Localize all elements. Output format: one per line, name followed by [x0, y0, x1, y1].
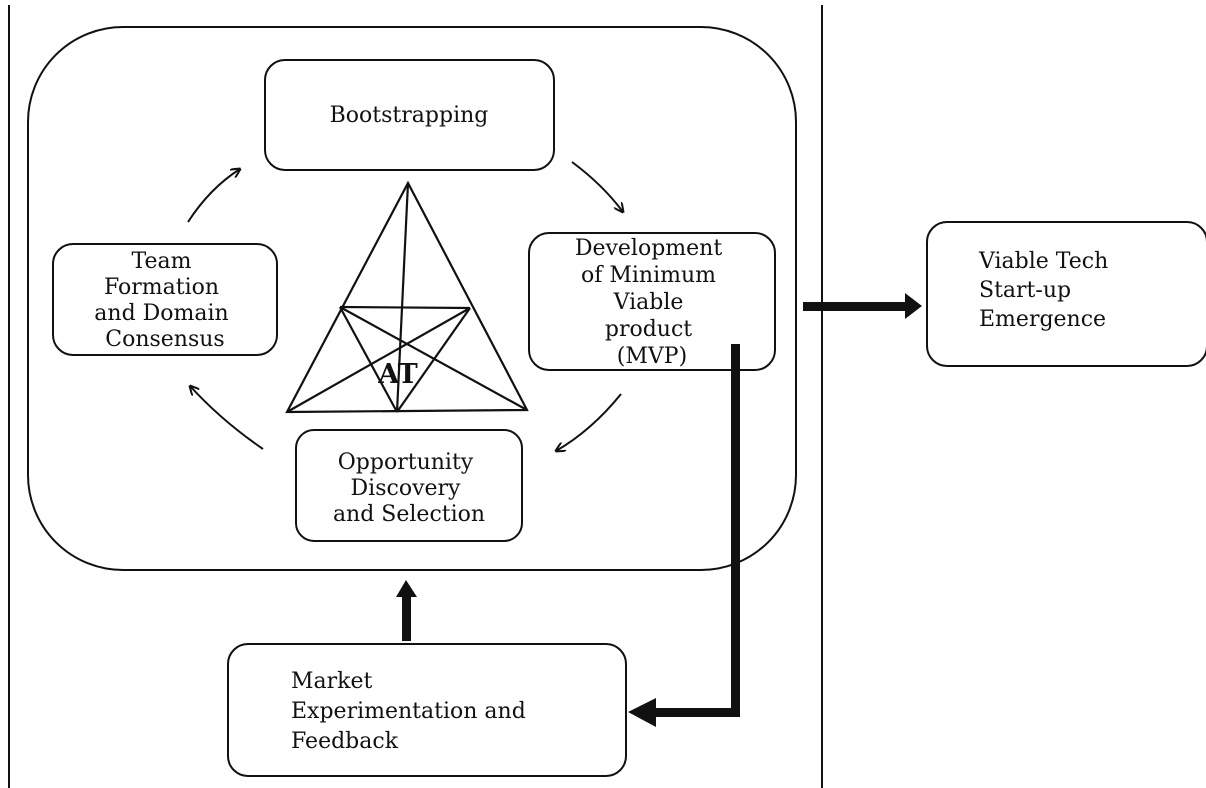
team-label-line: Team [132, 249, 192, 274]
arrow-team-to-bootstrapping [187, 169, 240, 223]
market-label-line: Experimentation and [291, 699, 526, 724]
svg-text:Market Experimentation a: Market Experimentation and Feedback [291, 669, 533, 754]
team-label-line: Consensus [105, 327, 224, 352]
bootstrapping-label: Bootstrapping [330, 103, 489, 128]
opportunity-label-line: Opportunity [338, 450, 474, 475]
arrow-mvp-to-market [628, 344, 740, 727]
market-node: Market Experimentation and Feedback [227, 643, 627, 777]
mvp-node: Development of Minimum Viable product (M… [528, 232, 776, 371]
market-label-line: Feedback [291, 729, 399, 754]
arrow-mvp-to-opportunity [556, 393, 622, 451]
cycle-container [27, 26, 797, 571]
bootstrapping-node: Bootstrapping [264, 59, 555, 171]
opportunity-node: Opportunity Discovery and Selection [295, 429, 523, 542]
team-formation-node: Team Formation and Domain Consensus [52, 243, 278, 356]
team-label-line: Formation [104, 275, 219, 300]
viable-startup-label-line: Emergence [979, 307, 1106, 332]
svg-text:Development of Minimum: Development of Minimum Viable product (M… [575, 236, 729, 369]
mvp-label-line: product [605, 317, 692, 342]
mvp-label-line: (MVP) [617, 344, 687, 369]
viable-startup-label-line: Start-up [979, 278, 1071, 303]
mvp-label-line: of Minimum [581, 263, 716, 288]
mvp-label-line: Viable [613, 290, 684, 315]
activity-theory-triangle [285, 180, 529, 414]
svg-text:Bootstrapping: Bootstrapping [330, 103, 489, 128]
arrow-bootstrapping-to-mvp [571, 161, 623, 212]
viable-startup-node: Viable Tech Start-up Emergence [926, 221, 1206, 367]
arrow-to-viable-startup [803, 293, 922, 319]
opportunity-label-line: Discovery [351, 476, 461, 501]
svg-text:Opportunity Discovery: Opportunity Discovery and Selection [333, 450, 485, 527]
opportunity-label-line: and Selection [333, 502, 485, 527]
arrow-opportunity-to-team [190, 386, 264, 450]
market-label-line: Market [291, 669, 373, 694]
svg-text:Viable Tech Start-up: Viable Tech Start-up Emergence [978, 249, 1115, 332]
team-label-line: and Domain [94, 301, 228, 326]
mvp-label-line: Development [575, 236, 723, 261]
viable-startup-label-line: Viable Tech [978, 249, 1108, 274]
at-label: AT [377, 359, 418, 390]
svg-text:Team Formation and: Team Formation and Domain Consensus [94, 249, 235, 352]
arrow-market-to-cycle [396, 580, 417, 641]
